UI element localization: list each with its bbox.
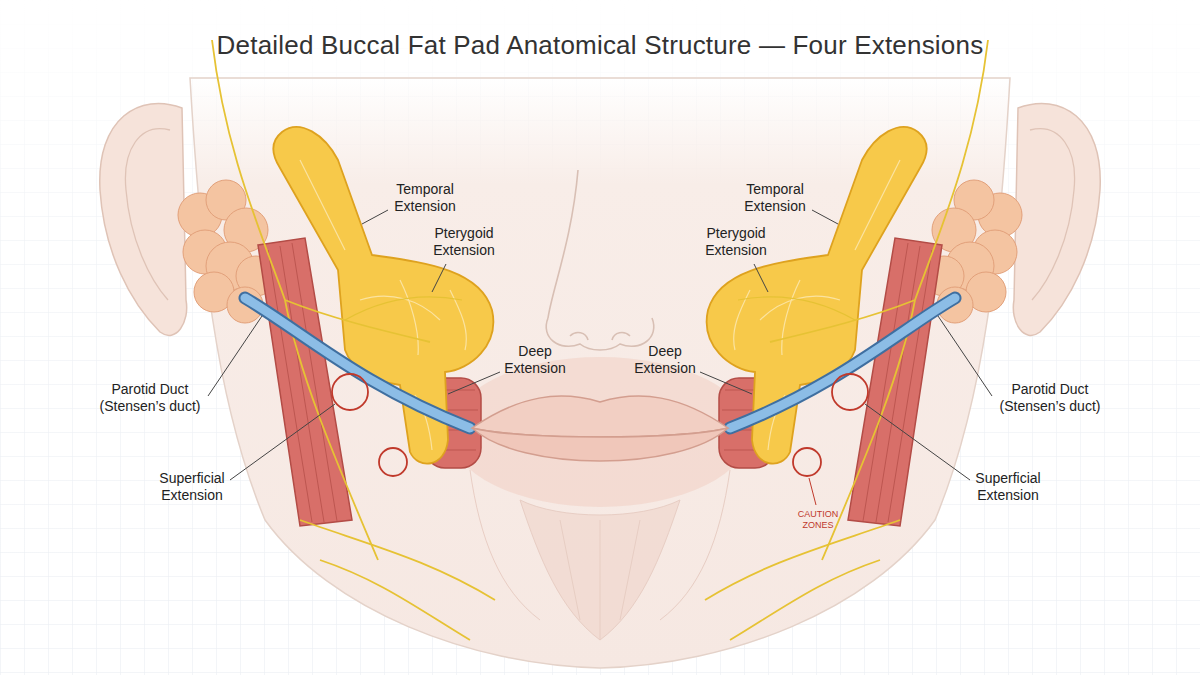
caution-label: CAUTION ZONES xyxy=(788,509,848,531)
ear-inner xyxy=(125,129,170,300)
leader-line xyxy=(432,264,446,292)
caution-circle xyxy=(332,374,368,410)
facial-nerve xyxy=(212,40,495,640)
face-side xyxy=(100,40,500,640)
mentalis-muscle xyxy=(520,500,680,640)
upper-lip xyxy=(472,396,728,437)
part-label: Temporal Extension xyxy=(380,181,470,215)
nerve-branch xyxy=(345,297,462,320)
nerve-trunk xyxy=(212,40,285,300)
part-label: Parotid Duct (Stensen’s duct) xyxy=(990,381,1110,415)
masseter-striation xyxy=(268,243,337,522)
part-label: Pterygoid Extension xyxy=(419,225,509,259)
diagram-title: Detailed Buccal Fat Pad Anatomical Struc… xyxy=(0,30,1200,61)
leader-line xyxy=(448,372,500,394)
nostrils xyxy=(570,333,630,340)
part-label: Temporal Extension xyxy=(730,181,820,215)
nerve-branch xyxy=(320,560,470,640)
caution-circle xyxy=(379,448,407,476)
nose xyxy=(546,170,654,350)
part-label: Superficial Extension xyxy=(147,470,237,504)
leader-line xyxy=(809,478,816,505)
face-side-mirror xyxy=(700,40,1100,640)
leader-line xyxy=(208,316,262,396)
part-label: Superficial Extension xyxy=(963,470,1053,504)
parotid-duct-outline xyxy=(245,298,470,428)
muscle-striation xyxy=(560,520,640,640)
orbicularis-oris xyxy=(450,357,750,507)
ear xyxy=(100,103,187,335)
leader-line xyxy=(362,210,388,224)
nose-bridge xyxy=(548,170,578,318)
masseter-muscle xyxy=(258,238,352,526)
part-label: Deep Extension xyxy=(490,343,580,377)
lower-lip xyxy=(472,428,728,461)
nerve-branch xyxy=(300,520,495,600)
part-label: Deep Extension xyxy=(620,343,710,377)
leader-line xyxy=(230,404,335,480)
nose-tip xyxy=(546,318,654,350)
buccal-fat-pad xyxy=(273,127,493,464)
parotid-duct xyxy=(245,298,470,428)
part-label: Parotid Duct (Stensen’s duct) xyxy=(90,381,210,415)
part-label: Pterygoid Extension xyxy=(691,225,781,259)
